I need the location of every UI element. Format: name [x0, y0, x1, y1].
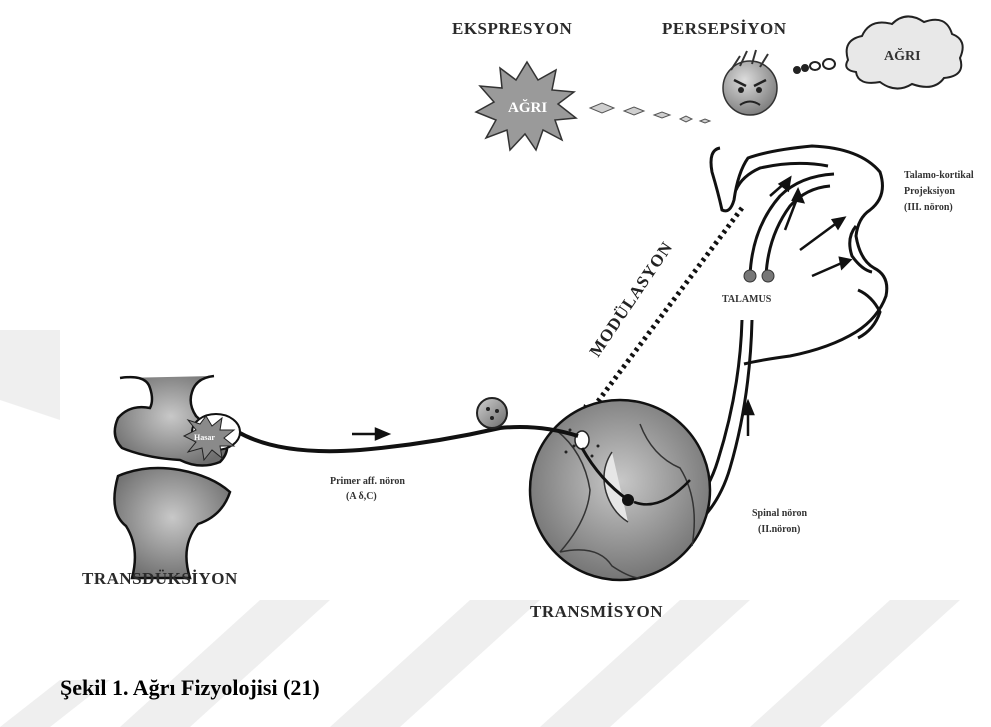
primer-label-line1: Primer aff. nöron — [330, 476, 405, 487]
angry-face-icon — [723, 50, 777, 115]
diamond-trail — [590, 103, 710, 123]
primer-label-line2: (A δ,C) — [346, 491, 377, 502]
spinal-label-line2: (II.nöron) — [758, 524, 800, 535]
transduksiyon-label: TRANSDÜKSİYON — [82, 569, 238, 588]
cortex-shape — [711, 146, 887, 364]
primary-afferent-neuron — [238, 398, 578, 451]
spinal-label-line1: Spinal nöron — [752, 508, 808, 519]
modulasyon-label: MODÜLASYON — [586, 238, 677, 360]
thalamus-node-right — [762, 270, 774, 282]
transduction-tissue — [114, 376, 240, 578]
talamokortikal-line1: Talamo-kortikal — [904, 170, 974, 181]
hasar-text: Hasar — [194, 433, 215, 442]
spinal-cord-section — [530, 400, 710, 580]
agri-cloud-text: AĞRI — [884, 47, 921, 64]
afferent-arrow — [352, 429, 388, 439]
figure-caption: Şekil 1. Ağrı Fizyolojisi (21) — [60, 675, 320, 701]
agri-burst-text: AĞRI — [508, 99, 547, 116]
talamokortikal-line3: (III. nöron) — [904, 202, 953, 213]
talamokortikal-line2: Projeksiyon — [904, 186, 955, 197]
transmisyon-label: TRANSMİSYON — [530, 602, 663, 621]
thought-bubbles — [794, 59, 835, 73]
thalamus-node-left — [744, 270, 756, 282]
ekspresyon-label: EKSPRESYON — [452, 19, 572, 38]
talamus-label: TALAMUS — [722, 294, 772, 305]
persepsiyon-label: PERSEPSİYON — [662, 19, 787, 38]
